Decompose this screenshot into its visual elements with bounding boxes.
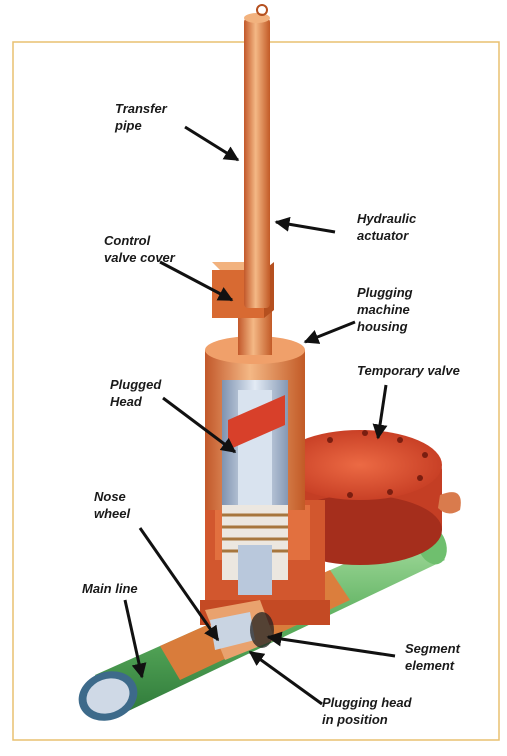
label-line: Head xyxy=(110,393,161,410)
label-line: wheel xyxy=(94,505,130,522)
label-line: actuator xyxy=(357,227,416,244)
arrow-temporary-valve xyxy=(378,385,386,438)
arrow-plugging-machine-housing xyxy=(305,322,355,342)
label-line: Segment xyxy=(405,640,460,657)
label-line: Control xyxy=(104,232,175,249)
transfer-pipe xyxy=(244,5,270,308)
label-line: machine xyxy=(357,301,413,318)
label-nose-wheel: Nose wheel xyxy=(94,488,130,522)
label-main-line: Main line xyxy=(82,580,138,597)
label-line: in position xyxy=(322,711,412,728)
label-line: Main line xyxy=(82,580,138,597)
label-line: Transfer xyxy=(115,100,167,117)
label-line: Nose xyxy=(94,488,130,505)
arrow-transfer-pipe xyxy=(185,127,238,160)
label-line: element xyxy=(405,657,460,674)
label-line: Temporary valve xyxy=(357,362,460,379)
label-plugging-machine-housing: Plugging machine housing xyxy=(357,284,413,335)
label-hydraulic-actuator: Hydraulic actuator xyxy=(357,210,416,244)
arrow-plugging-head-in-position xyxy=(250,652,322,704)
label-line: Plugging xyxy=(357,284,413,301)
label-line: valve cover xyxy=(104,249,175,266)
label-line: Plugging head xyxy=(322,694,412,711)
label-plugging-head-in-position: Plugging head in position xyxy=(322,694,412,728)
label-control-valve-cover: Control valve cover xyxy=(104,232,175,266)
label-temporary-valve: Temporary valve xyxy=(357,362,460,379)
label-segment-element: Segment element xyxy=(405,640,460,674)
label-transfer-pipe: Transfer pipe xyxy=(115,100,167,134)
arrow-hydraulic-actuator xyxy=(276,222,335,232)
label-line: Hydraulic xyxy=(357,210,416,227)
arrow-segment-element xyxy=(268,637,395,656)
label-plugged-head: Plugged Head xyxy=(110,376,161,410)
label-line: pipe xyxy=(115,117,167,134)
label-line: Plugged xyxy=(110,376,161,393)
label-line: housing xyxy=(357,318,413,335)
